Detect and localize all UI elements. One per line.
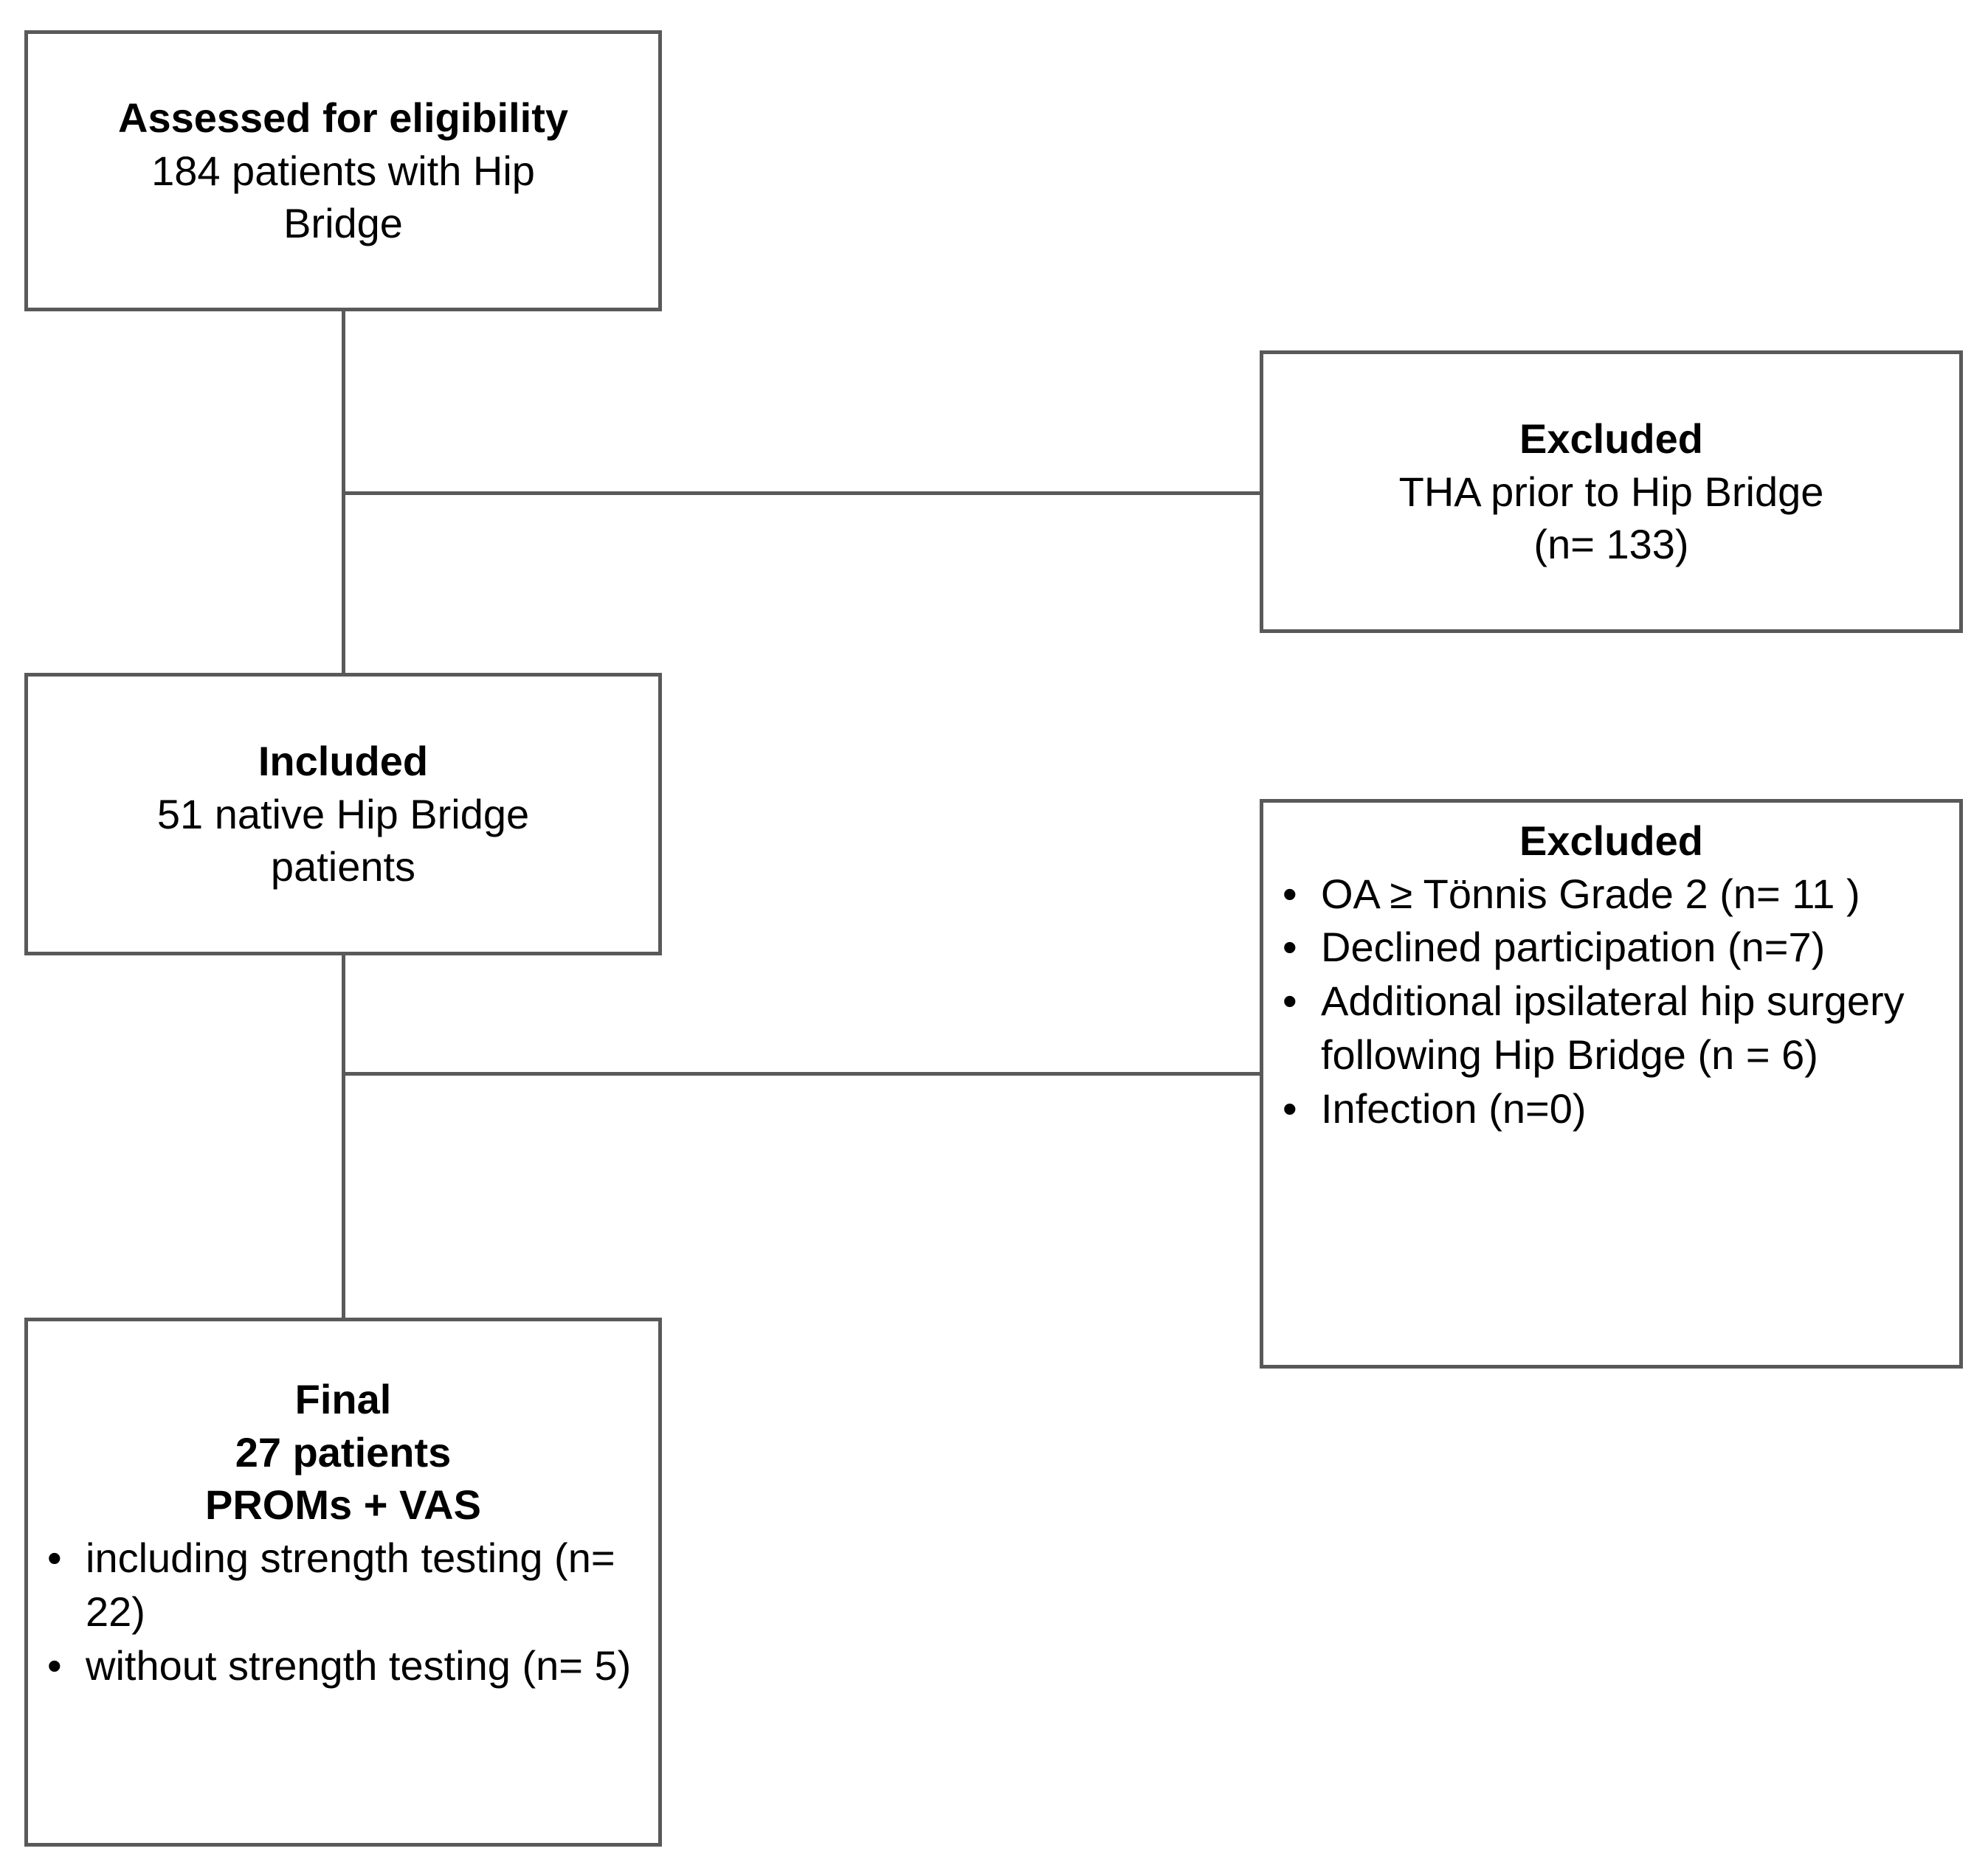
included-title: Included	[258, 737, 429, 784]
assessed-line-2: Bridge	[283, 200, 403, 247]
bullet-icon: •	[1283, 978, 1297, 1025]
excluded-criteria-bullet-list: • OA ≥ Tönnis Grade 2 (n= 11 ) • Decline…	[1263, 868, 1959, 1136]
excluded-tha-line-2: (n= 133)	[1533, 521, 1689, 568]
assessed-line-1: 184 patients with Hip	[151, 147, 535, 194]
node-excluded-criteria: Excluded • OA ≥ Tönnis Grade 2 (n= 11 ) …	[1260, 799, 1963, 1369]
list-item-label: without strength testing (n= 5)	[86, 1642, 632, 1689]
bullet-icon: •	[1283, 870, 1297, 917]
bullet-icon: •	[1283, 924, 1297, 971]
final-title-line-3: PROMs + VAS	[205, 1481, 481, 1529]
excluded-tha-title: Excluded	[1519, 415, 1703, 462]
node-assessed-for-eligibility: Assessed for eligibility 184 patients wi…	[24, 30, 662, 311]
list-item-label: Additional ipsilateral hip surgery follo…	[1321, 978, 1905, 1079]
final-title-line-2: 27 patients	[235, 1428, 452, 1476]
excluded-criteria-title: Excluded	[1519, 817, 1703, 864]
list-item: • without strength testing (n= 5)	[28, 1639, 658, 1693]
list-item: • including strength testing (n= 22)	[28, 1532, 658, 1639]
node-final: Final 27 patients PROMs + VAS • includin…	[24, 1318, 662, 1847]
excluded-tha-line-1: THA prior to Hip Bridge	[1398, 468, 1824, 515]
connector-included-to-final	[342, 954, 345, 1319]
included-line-1: 51 native Hip Bridge	[156, 790, 530, 837]
list-item: • Declined participation (n=7)	[1263, 921, 1959, 975]
list-item-label: Declined participation (n=7)	[1321, 924, 1826, 971]
connector-branch-to-excluded-tha	[342, 491, 1263, 495]
node-excluded-tha: Excluded THA prior to Hip Bridge (n= 133…	[1260, 350, 1963, 633]
bullet-icon: •	[47, 1642, 62, 1689]
node-included: Included 51 native Hip Bridge patients	[24, 673, 662, 955]
assessed-title: Assessed for eligibility	[118, 94, 568, 141]
connector-branch-to-excluded-criteria	[342, 1072, 1263, 1076]
final-bullet-list: • including strength testing (n= 22) • w…	[28, 1532, 658, 1692]
bullet-icon: •	[1283, 1085, 1297, 1132]
list-item: • Infection (n=0)	[1263, 1082, 1959, 1136]
final-title-line-1: Final	[294, 1376, 392, 1422]
list-item-label: Infection (n=0)	[1321, 1085, 1587, 1132]
included-line-2: patients	[270, 843, 416, 890]
list-item: • OA ≥ Tönnis Grade 2 (n= 11 )	[1263, 868, 1959, 921]
list-item-label: including strength testing (n= 22)	[86, 1535, 615, 1635]
list-item-label: OA ≥ Tönnis Grade 2 (n= 11 )	[1321, 870, 1860, 917]
list-item: • Additional ipsilateral hip surgery fol…	[1263, 975, 1959, 1082]
bullet-icon: •	[47, 1535, 62, 1582]
